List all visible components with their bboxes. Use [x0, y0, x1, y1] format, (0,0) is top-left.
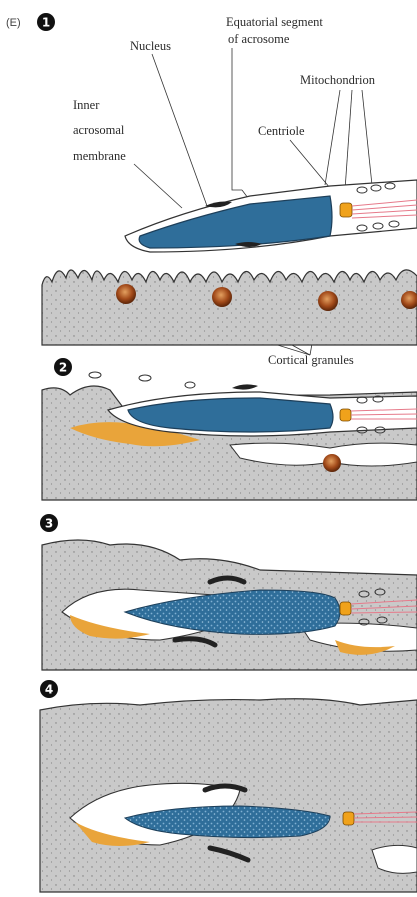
mitochondrion-label: Mitochondrion — [300, 73, 376, 87]
step-4-marker: 4 — [40, 680, 58, 698]
step-1-sperm — [125, 180, 417, 252]
inner-membrane-label-line2: acrosomal — [73, 123, 125, 137]
cortical-granule-icon — [318, 291, 338, 311]
cortical-granule-icon — [116, 284, 136, 304]
cortical-granule-icon — [212, 287, 232, 307]
svg-text:1: 1 — [42, 16, 50, 30]
step-2-marker: 2 — [54, 358, 72, 376]
inner-membrane-label-line3: membrane — [73, 149, 126, 163]
centriole-label: Centriole — [258, 124, 305, 138]
centriole-icon — [340, 203, 352, 217]
equatorial-segment-label-line1: Equatorial segment — [226, 15, 323, 29]
cortical-granules-label: Cortical granules — [268, 353, 354, 367]
step-2-sperm — [108, 384, 417, 436]
inner-membrane-label-line1: Inner — [73, 98, 100, 112]
svg-text:2: 2 — [59, 361, 67, 375]
step-4-egg — [40, 699, 417, 892]
equatorial-segment-label-line2: of acrosome — [228, 32, 290, 46]
nucleus-label: Nucleus — [130, 39, 171, 53]
svg-text:3: 3 — [45, 517, 53, 531]
cortical-granule-icon — [323, 454, 341, 472]
step-1-marker: 1 — [37, 13, 55, 31]
step-3-marker: 3 — [40, 514, 58, 532]
step-1-egg — [42, 270, 417, 345]
svg-text:4: 4 — [45, 683, 53, 697]
panel-label: (E) — [6, 17, 21, 29]
